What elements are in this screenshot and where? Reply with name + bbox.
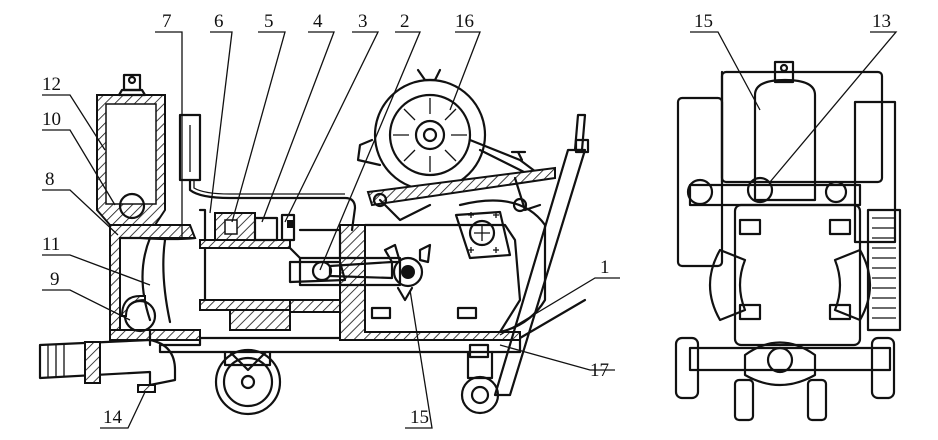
side-view: 7 6 5 4 3 2 16 12 10 8 11 9 1 17 15 14 xyxy=(38,11,620,429)
callout-10: 10 xyxy=(42,109,61,130)
callout-6: 6 xyxy=(214,11,224,32)
callout-4: 4 xyxy=(313,11,323,32)
leader-lines xyxy=(42,31,620,429)
callout-11: 11 xyxy=(42,234,60,255)
callout-2: 2 xyxy=(400,11,410,32)
callout-labels: 7 6 5 4 3 2 16 12 10 8 11 9 1 17 15 14 xyxy=(42,11,610,428)
motor-mount xyxy=(366,150,556,222)
callout-3: 3 xyxy=(358,11,368,32)
pump-cylinder xyxy=(199,228,342,331)
callout-15-side: 15 xyxy=(410,407,429,428)
callout-7: 7 xyxy=(162,11,172,32)
tow-handle xyxy=(493,113,590,397)
valve-chamber xyxy=(109,224,201,341)
callout-9: 9 xyxy=(50,269,60,290)
outlet-pipe xyxy=(38,328,177,393)
pressure-line xyxy=(188,178,357,232)
front-view: 15 13 xyxy=(674,11,902,422)
valve-assembly xyxy=(198,208,296,242)
callout-5: 5 xyxy=(264,11,274,32)
callout-12: 12 xyxy=(42,74,61,95)
callout-13: 13 xyxy=(872,11,891,32)
electric-motor xyxy=(356,68,542,192)
callout-17: 17 xyxy=(590,360,609,381)
callout-15-front: 15 xyxy=(694,11,713,32)
air-chamber-tank xyxy=(96,73,202,226)
callout-1: 1 xyxy=(600,257,610,278)
callout-16: 16 xyxy=(455,11,474,32)
callout-14: 14 xyxy=(103,407,123,428)
wheels xyxy=(214,343,500,416)
crankcase-body xyxy=(339,199,547,341)
callout-8: 8 xyxy=(45,169,55,190)
